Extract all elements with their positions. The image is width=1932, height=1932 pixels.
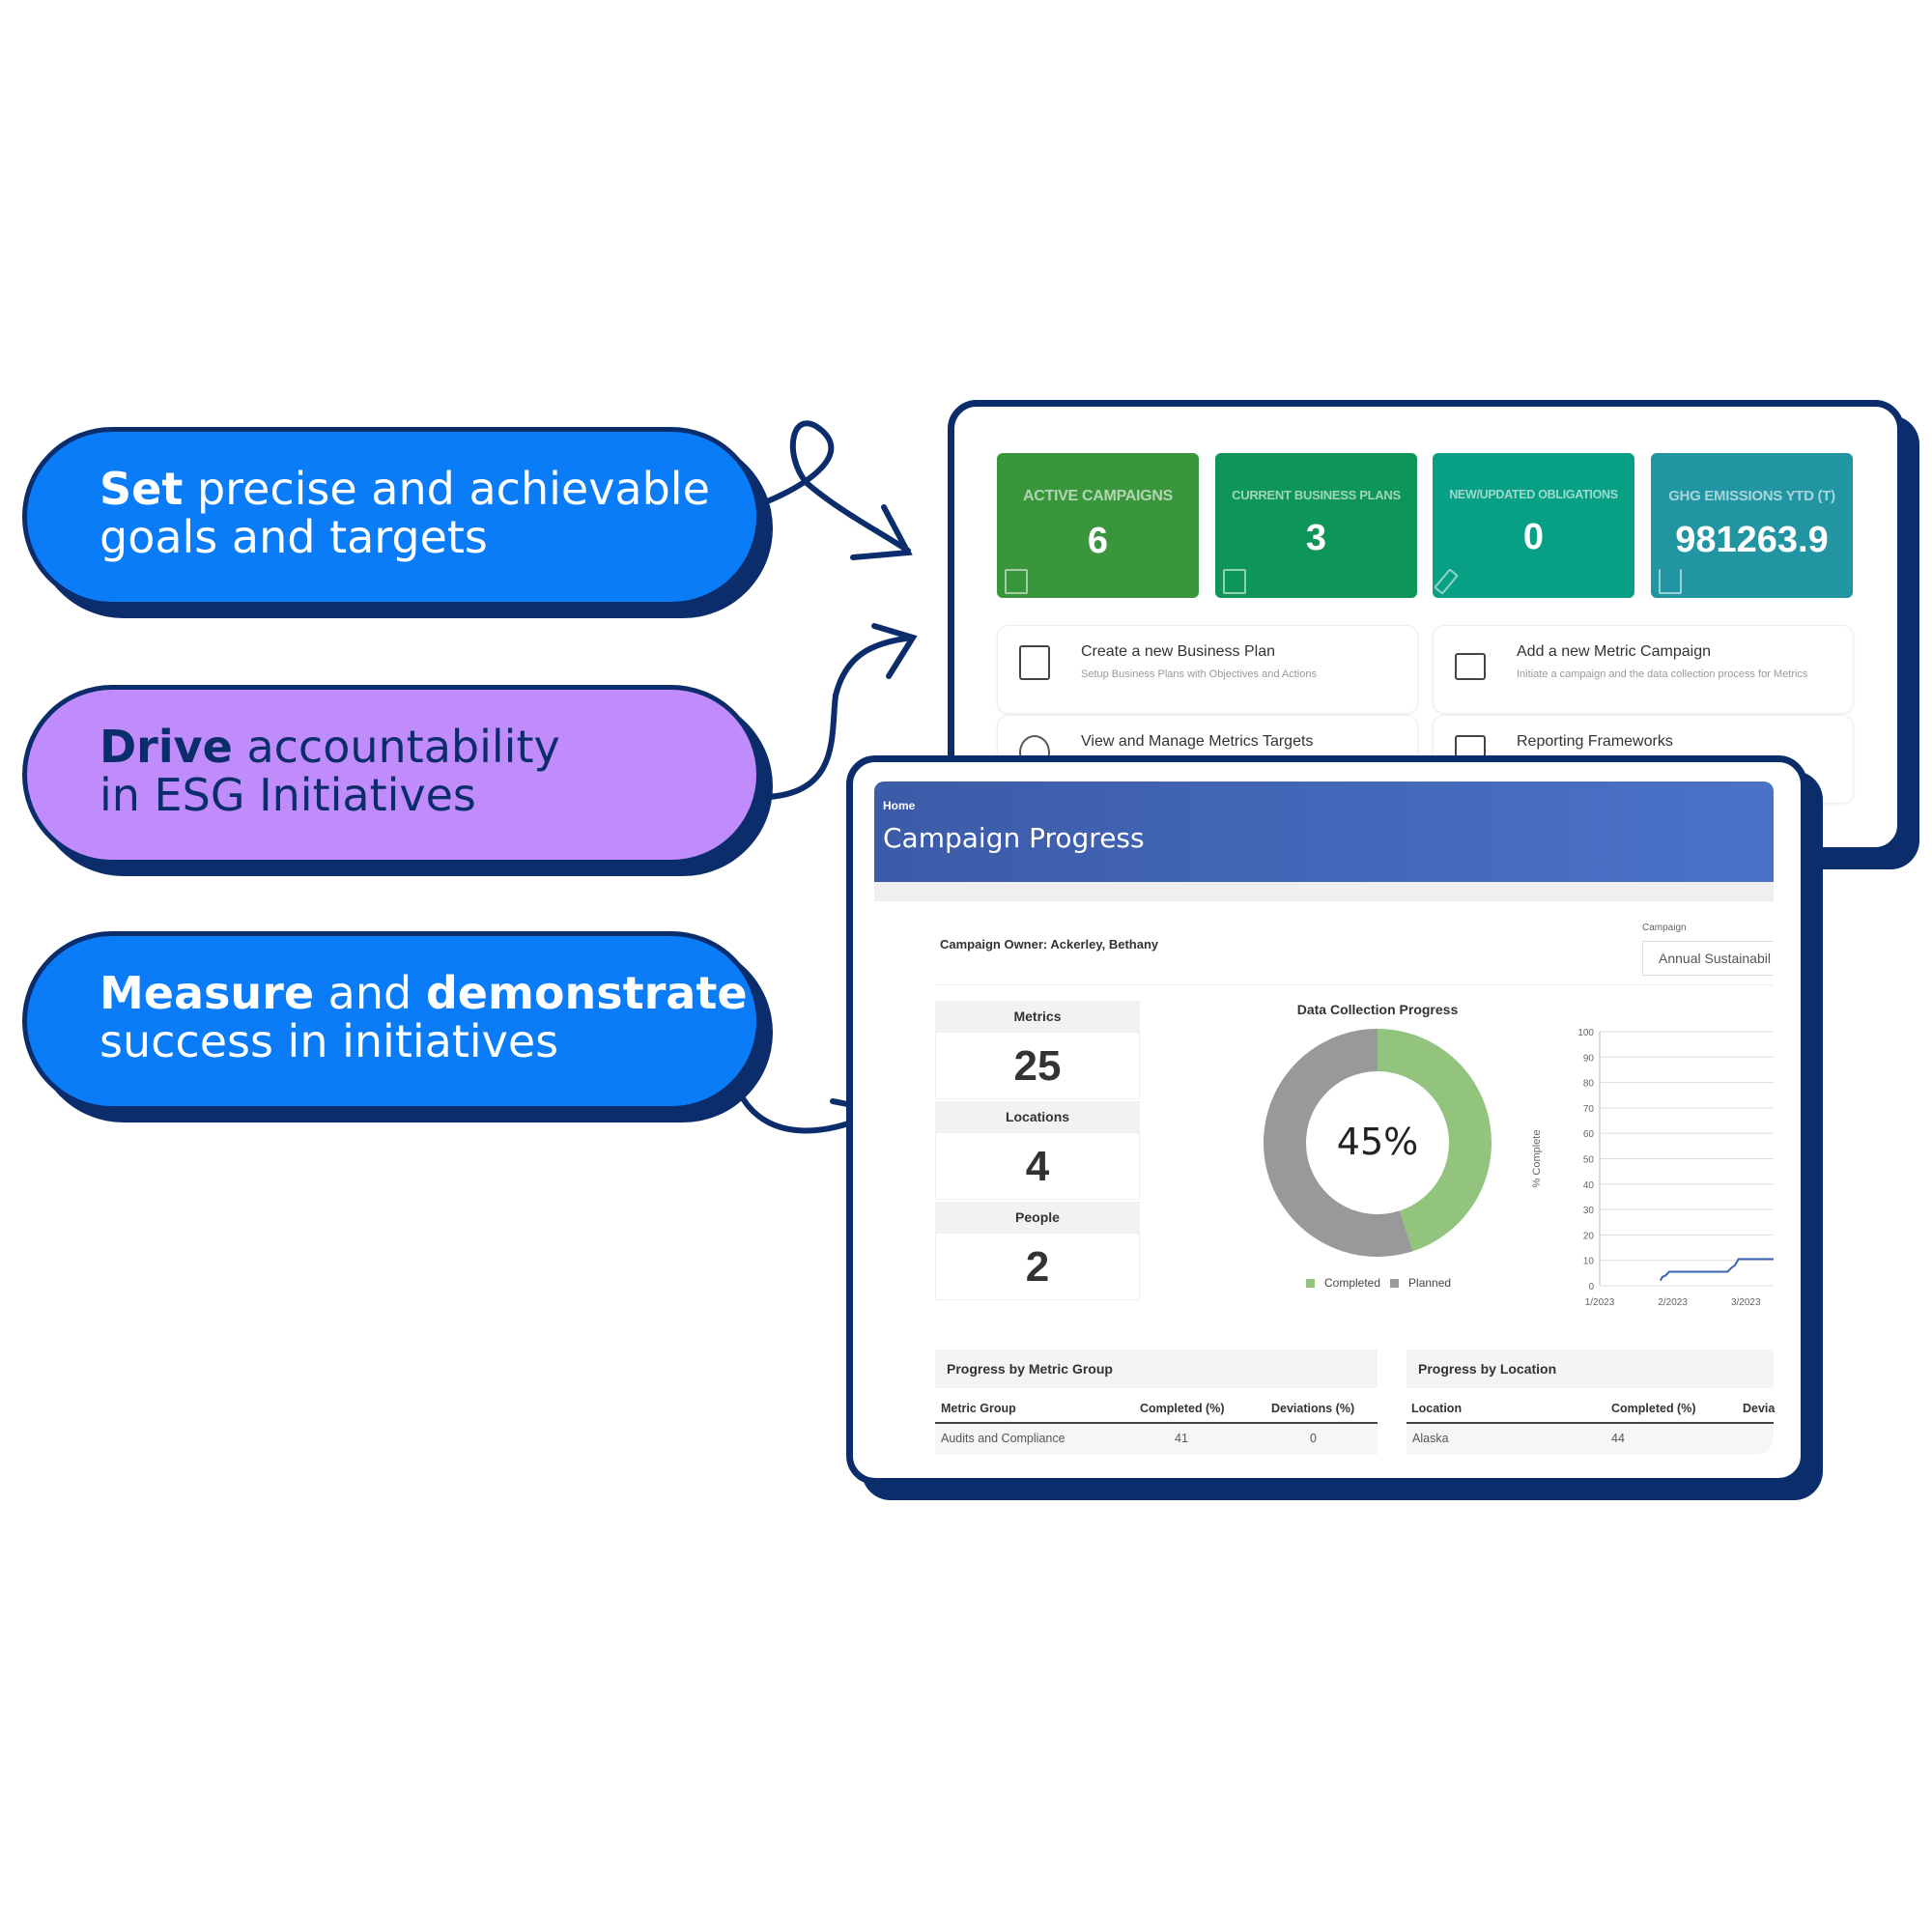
- callout-text-line2: in ESG Initiatives: [99, 769, 476, 821]
- arrow-1-icon: [762, 420, 911, 554]
- tile-value: 0: [1522, 517, 1545, 557]
- legend-completed: Completed: [1324, 1276, 1381, 1290]
- callout-bold: demonstrate: [425, 967, 748, 1019]
- spreadsheet-icon: [1223, 569, 1246, 594]
- callout-text: accountability: [232, 721, 560, 773]
- y-tick-label: 40: [1583, 1180, 1595, 1191]
- location-table-title: Progress by Location: [1406, 1350, 1774, 1388]
- action-create-business-plan[interactable]: Create a new Business Plan Setup Busines…: [997, 625, 1418, 714]
- cell-completed: 41: [1175, 1432, 1188, 1445]
- donut-slice-planned[interactable]: [1264, 1029, 1413, 1257]
- y-tick-label: 60: [1583, 1129, 1595, 1140]
- x-tick-label: 3/2023: [1731, 1297, 1761, 1308]
- callout-text-line2: success in initiatives: [99, 1015, 559, 1067]
- factory-icon: [1659, 569, 1682, 594]
- callout-text: and: [314, 967, 426, 1019]
- action-subtitle: Initiate a campaign and the data collect…: [1517, 668, 1808, 680]
- donut-title: Data Collection Progress: [1296, 1002, 1459, 1017]
- stat-locations-label: Locations: [935, 1101, 1140, 1132]
- stat-metrics-value: 25: [935, 1032, 1140, 1099]
- y-tick-label: 70: [1583, 1104, 1595, 1115]
- tile-value: 6: [1087, 521, 1109, 561]
- breadcrumb-home[interactable]: Home: [883, 799, 916, 812]
- cell-location: Alaska: [1412, 1432, 1449, 1445]
- y-tick-label: 90: [1583, 1053, 1595, 1064]
- header-strip: [874, 882, 1774, 901]
- progress-line: [1659, 1258, 1774, 1282]
- arrow-1-head-icon: [850, 504, 913, 560]
- legend-swatch-planned: [1390, 1278, 1400, 1288]
- column-header-location[interactable]: Location: [1411, 1402, 1463, 1415]
- tile-label: CURRENT BUSINESS PLANS: [1232, 488, 1401, 502]
- tile-value: 981263.9: [1675, 520, 1829, 560]
- tile-current-business-plans[interactable]: CURRENT BUSINESS PLANS 3: [1215, 453, 1417, 598]
- page-header: Home Campaign Progress: [874, 781, 1774, 882]
- cell-deviations: 0: [1310, 1432, 1317, 1445]
- y-tick-label: 50: [1583, 1155, 1595, 1166]
- gavel-icon: [1434, 568, 1459, 595]
- action-title: Add a new Metric Campaign: [1517, 643, 1711, 660]
- donut-legend: Completed Planned: [1306, 1276, 1451, 1290]
- donut-center-label: 45%: [1336, 1121, 1419, 1163]
- briefcase-icon: [1455, 653, 1486, 680]
- callout-set-goals: Set precise and achievable goals and tar…: [22, 427, 761, 607]
- callout-measure-success: Measure and demonstrate success in initi…: [22, 931, 761, 1111]
- callout-bold: Set: [99, 463, 184, 515]
- callout-bold: Measure: [99, 967, 315, 1019]
- legend-planned: Planned: [1408, 1276, 1452, 1290]
- stat-locations-value: 4: [935, 1132, 1140, 1200]
- donut-chart: [1264, 1029, 1492, 1257]
- action-title: View and Manage Metrics Targets: [1081, 733, 1314, 750]
- column-header-completed[interactable]: Completed (%): [1611, 1402, 1696, 1415]
- callout-bold: Drive: [99, 721, 233, 773]
- arrow-2-icon: [765, 635, 916, 800]
- y-axis-label: % Complete: [1531, 1130, 1543, 1188]
- callout-text: precise and achievable: [183, 463, 710, 515]
- divider: [935, 984, 1774, 985]
- action-title: Create a new Business Plan: [1081, 643, 1275, 660]
- x-tick-label: 2/2023: [1658, 1297, 1688, 1308]
- y-tick-label: 100: [1577, 1028, 1594, 1038]
- stat-metrics-label: Metrics: [935, 1001, 1140, 1032]
- x-tick-label: 1/2023: [1585, 1297, 1615, 1308]
- y-tick-label: 80: [1583, 1079, 1595, 1090]
- callout-text-line2: goals and targets: [99, 511, 488, 563]
- column-header-deviations[interactable]: Deviations (%): [1271, 1402, 1355, 1415]
- tile-label: NEW/UPDATED OBLIGATIONS: [1449, 488, 1618, 501]
- column-header-deviations[interactable]: Devia: [1743, 1402, 1776, 1415]
- cell-metric-group: Audits and Compliance: [941, 1432, 1065, 1445]
- y-tick-label: 10: [1583, 1257, 1595, 1267]
- column-header-metric-group[interactable]: Metric Group: [941, 1402, 1016, 1415]
- tile-label: ACTIVE CAMPAIGNS: [1023, 488, 1173, 504]
- page-title: Campaign Progress: [883, 822, 1145, 854]
- tile-new-updated-obligations[interactable]: NEW/UPDATED OBLIGATIONS 0: [1433, 453, 1634, 598]
- campaign-select[interactable]: Annual Sustainabil: [1642, 941, 1774, 976]
- table-row[interactable]: Alaska 44: [1406, 1422, 1774, 1455]
- donut-slice-completed[interactable]: [1378, 1029, 1492, 1252]
- tile-ghg-emissions[interactable]: GHG EMISSIONS YTD (T) 981263.9: [1651, 453, 1853, 598]
- passport-icon: [1005, 569, 1028, 594]
- campaign-select-label: Campaign: [1642, 923, 1687, 933]
- stat-people-value: 2: [935, 1233, 1140, 1300]
- y-tick-label: 30: [1583, 1206, 1595, 1216]
- legend-swatch-completed: [1306, 1278, 1315, 1288]
- action-subtitle: Setup Business Plans with Objectives and…: [1081, 668, 1317, 680]
- metric-group-table-title: Progress by Metric Group: [935, 1350, 1378, 1388]
- action-title: Reporting Frameworks: [1517, 733, 1673, 750]
- tile-label: GHG EMISSIONS YTD (T): [1668, 488, 1835, 504]
- arrow-2-head-icon: [871, 623, 918, 679]
- tile-active-campaigns[interactable]: ACTIVE CAMPAIGNS 6: [997, 453, 1199, 598]
- action-add-metric-campaign[interactable]: Add a new Metric Campaign Initiate a cam…: [1433, 625, 1854, 714]
- y-tick-label: 20: [1583, 1231, 1595, 1241]
- table-row[interactable]: Audits and Compliance 41 0: [935, 1422, 1378, 1455]
- column-header-completed[interactable]: Completed (%): [1140, 1402, 1225, 1415]
- campaign-owner: Campaign Owner: Ackerley, Bethany: [940, 937, 1159, 952]
- y-tick-label: 0: [1588, 1282, 1594, 1293]
- cell-completed: 44: [1611, 1432, 1625, 1445]
- callout-drive-accountability: Drive accountability in ESG Initiatives: [22, 685, 761, 865]
- line-chart: 0 10 20 30 40 50 60 70 80 90 100 1/2023 2/2023 3/2023…: [1531, 1028, 1774, 1308]
- stat-people-label: People: [935, 1202, 1140, 1233]
- tile-value: 3: [1305, 518, 1327, 558]
- document-icon: [1019, 645, 1050, 680]
